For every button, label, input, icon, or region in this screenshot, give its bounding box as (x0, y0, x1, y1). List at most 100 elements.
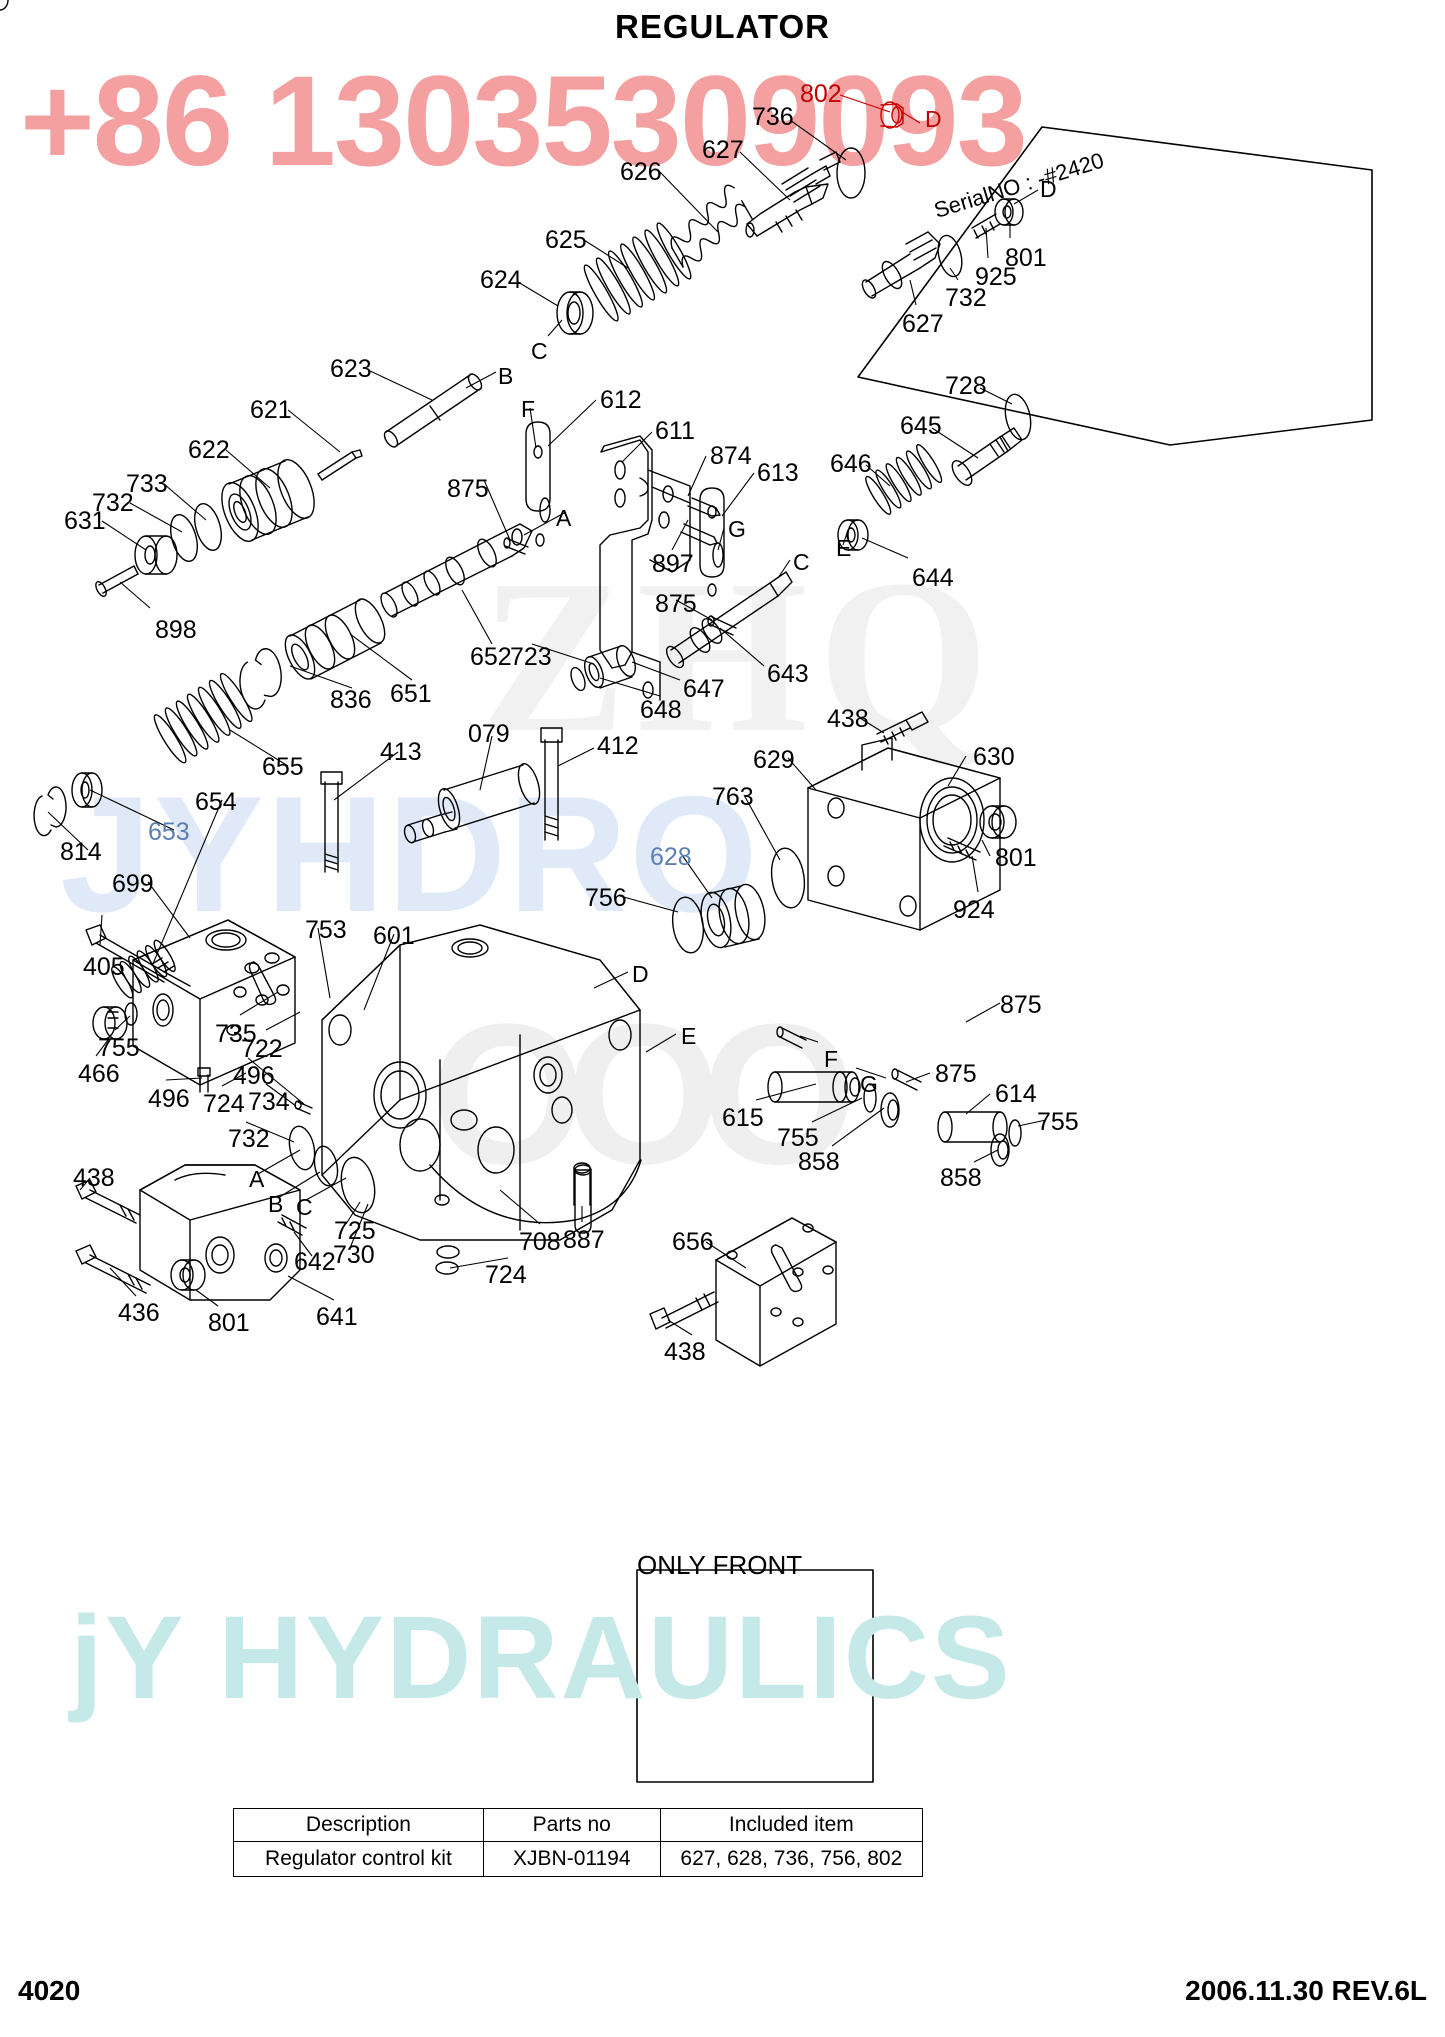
part-callout-755: 755 (1037, 1108, 1079, 1136)
part-callout-627: 627 (702, 136, 744, 164)
part-callout-612: 612 (600, 386, 642, 414)
part-callout-874: 874 (710, 442, 752, 470)
part-callout-641: 641 (316, 1303, 358, 1331)
part-callout-621: 621 (250, 396, 292, 424)
part-callout-c: C (793, 549, 810, 575)
part-callout-625: 625 (545, 226, 587, 254)
part-callout-630: 630 (973, 743, 1015, 771)
part-callout-858: 858 (798, 1148, 840, 1176)
part-callout-763: 763 (712, 783, 754, 811)
part-callout-654: 654 (195, 788, 237, 816)
part-callout-438: 438 (664, 1338, 706, 1366)
part-callout-898: 898 (155, 616, 197, 644)
part-callout-733: 733 (126, 470, 168, 498)
part-callout-648: 648 (640, 696, 682, 724)
part-callout-755: 755 (98, 1034, 140, 1062)
part-callout-g: G (860, 1071, 878, 1097)
part-callout-656: 656 (672, 1228, 714, 1256)
part-callout-g: G (728, 516, 746, 542)
part-callout-724: 724 (203, 1090, 245, 1118)
part-callout-a: A (556, 505, 572, 531)
part-callout-624: 624 (480, 266, 522, 294)
part-callout-601: 601 (373, 922, 415, 950)
part-callout-875: 875 (935, 1060, 977, 1088)
part-callout-496: 496 (148, 1085, 190, 1113)
part-callout-724: 724 (485, 1261, 527, 1289)
part-callout-732: 732 (945, 284, 987, 312)
part-callout-728: 728 (945, 372, 987, 400)
part-callout-925: 925 (975, 263, 1017, 291)
only-front-label: ONLY FRONT (637, 1550, 803, 1580)
header-description: Description (233, 1808, 484, 1842)
part-callout-753: 753 (305, 916, 347, 944)
part-callout-801: 801 (208, 1309, 250, 1337)
part-callout-723: 723 (510, 643, 552, 671)
part-callout-734: 734 (248, 1088, 290, 1116)
part-callout-614: 614 (995, 1080, 1037, 1108)
part-callout-708: 708 (519, 1228, 561, 1256)
part-callout-a: A (249, 1166, 265, 1192)
part-callout-801: 801 (1005, 244, 1047, 272)
part-callout-647: 647 (683, 675, 725, 703)
part-callout-613: 613 (757, 459, 799, 487)
part-callout-736: 736 (752, 103, 794, 131)
part-callout-897: 897 (652, 550, 694, 578)
part-callout-f: F (824, 1046, 839, 1072)
part-callout-c: C (296, 1194, 313, 1220)
part-callout-655: 655 (262, 753, 304, 781)
part-callout-652: 652 (470, 643, 512, 671)
cell-included-item: 627, 628, 736, 756, 802 (659, 1841, 924, 1877)
sheet-number: 4020 (18, 1975, 81, 2006)
part-callout-e: E (681, 1023, 697, 1049)
cell-parts-no: XJBN-01194 (482, 1841, 661, 1877)
part-callout-802: 802 (800, 80, 842, 108)
part-callout-732: 732 (92, 489, 134, 517)
table-header-row: Description Parts no Included item (233, 1808, 924, 1842)
part-callout-438: 438 (73, 1164, 115, 1192)
part-callout-645: 645 (900, 412, 942, 440)
part-callout-d: D (925, 106, 942, 132)
part-callout-631: 631 (64, 507, 106, 535)
part-callout-466: 466 (78, 1060, 120, 1088)
part-callout-623: 623 (330, 355, 372, 383)
part-callout-814: 814 (60, 838, 102, 866)
part-callout-412: 412 (597, 732, 639, 760)
part-callout-622: 622 (188, 436, 230, 464)
part-callout-611: 611 (655, 417, 695, 445)
cell-description: Regulator control kit (233, 1841, 484, 1877)
header-included-item: Included item (659, 1808, 924, 1842)
part-callout-496: 496 (233, 1062, 275, 1090)
part-callout-875: 875 (655, 590, 697, 618)
part-callout-887: 887 (563, 1226, 605, 1254)
part-callout-c: C (531, 338, 548, 364)
part-callout-732: 732 (228, 1125, 270, 1153)
page-title: REGULATOR (615, 8, 830, 45)
part-callout-875: 875 (447, 475, 489, 503)
part-callout-653: 653 (148, 818, 190, 846)
part-callout-b: B (268, 1191, 284, 1217)
part-callout-730: 730 (333, 1241, 375, 1269)
part-callout-436: 436 (118, 1299, 160, 1327)
part-callout-644: 644 (912, 564, 954, 592)
part-callout-079: 079 (468, 720, 510, 748)
part-callout-628: 628 (650, 843, 692, 871)
header-parts-no: Parts no (482, 1808, 661, 1842)
part-callout-d: D (632, 961, 649, 987)
part-callout-875: 875 (1000, 991, 1042, 1019)
part-callout-629: 629 (753, 746, 795, 774)
part-callout-643: 643 (767, 660, 809, 688)
part-callout-651: 651 (390, 680, 432, 708)
part-callout-755: 755 (777, 1124, 819, 1152)
part-callout-801: 801 (995, 844, 1037, 872)
part-callout-b: B (498, 363, 514, 389)
part-callout-627: 627 (902, 310, 944, 338)
part-callout-646: 646 (830, 450, 872, 478)
part-callout-756: 756 (585, 884, 627, 912)
part-callout-e: E (836, 535, 852, 561)
part-callout-413: 413 (380, 738, 422, 766)
part-callout-858: 858 (940, 1164, 982, 1192)
part-callout-699: 699 (112, 870, 154, 898)
part-callout-d: D (1040, 176, 1057, 202)
regulator-kit-table: Description Parts no Included item Regul… (233, 1808, 924, 1877)
